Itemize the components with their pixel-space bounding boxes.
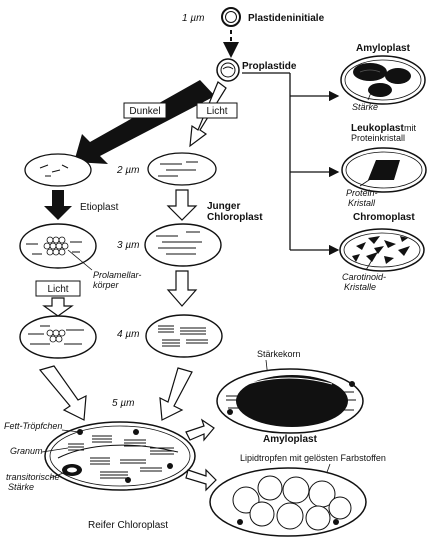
licht-label-top: Licht	[206, 106, 227, 117]
mature-pointers	[41, 429, 81, 479]
dunkel-label: Dunkel	[129, 106, 160, 117]
etioplast-greening-shape	[19, 315, 97, 359]
etioplast-shape	[19, 223, 97, 269]
proplastide-shape	[216, 58, 240, 82]
arrow-to-chromoplast	[185, 468, 217, 492]
mature-chloroplast-shape	[44, 421, 196, 491]
protein-label-1: Protein-	[346, 188, 378, 198]
arrow-etioplast-to-mature	[38, 365, 87, 421]
proteinkristall-label: Proteinkristall	[351, 133, 405, 143]
dunkel-label-box: Dunkel	[123, 102, 167, 119]
junger-label-2: Chloroplast	[207, 212, 263, 223]
branch-lines	[242, 72, 340, 256]
licht-label-mid-box: Licht	[35, 280, 81, 297]
plastideninitiale-shape	[221, 7, 241, 27]
reifer-label: Reifer Chloroplast	[88, 520, 168, 531]
leukoplast-shape	[341, 147, 427, 193]
chromoplast-label: Chromoplast	[353, 212, 415, 223]
size-label-5: 5 µm	[112, 398, 134, 409]
prolamellar-label-1: Prolamellar-	[93, 270, 141, 280]
amyloplast-top-shape	[340, 55, 426, 105]
licht-label-top-box: Licht	[196, 102, 238, 119]
lipidtropfen-label: Lipidtropfen mit gelösten Farbstoffen	[240, 453, 386, 463]
junger-chloroplast-shape	[144, 223, 222, 267]
carotinoid-label-1: Carotinoid-	[342, 272, 386, 282]
staerke-pointer	[367, 89, 373, 101]
protein-label-2: Kristall	[348, 198, 376, 208]
chromoplast-shape	[339, 228, 425, 272]
carotinoid-label-2: Kristalle	[344, 282, 376, 292]
size-label-2: 2 µm	[116, 165, 139, 176]
arrow-young-to-mature	[159, 367, 193, 421]
arrow-licht-etioplast	[42, 297, 74, 317]
leukoplast-mit-label: mit	[404, 123, 416, 133]
arrow-dark-to-etioplast	[44, 190, 72, 220]
amyloplast-top-label: Amyloplast	[356, 43, 411, 54]
size-label-4: 4 µm	[117, 329, 139, 340]
protein-pointer	[359, 177, 373, 187]
chloroplast-stage4-shape	[145, 314, 223, 358]
fett-label: Fett-Tröpfchen	[4, 421, 62, 431]
junger-label-1: Junger	[207, 201, 240, 212]
prolamellar-label-2: körper	[93, 280, 120, 290]
transitorisch-label-2: Stärke	[8, 482, 34, 492]
granum-label: Granum	[10, 446, 43, 456]
arrow-to-amyloplast	[185, 418, 215, 442]
size-label-1: 1 µm	[182, 13, 204, 24]
size-label-3: 3 µm	[117, 240, 139, 251]
carotinoid-pointer	[365, 259, 373, 271]
plastideninitiale-label: Plastideninitiale	[248, 13, 325, 24]
prolamellar-pointer	[67, 249, 93, 271]
transitorisch-label-1: transitorische	[6, 472, 60, 482]
lipid-plastid-shape	[209, 467, 367, 537]
staerkekorn-label: Stärkekorn	[257, 349, 301, 359]
leukoplast-label: Leukoplast	[351, 123, 404, 134]
dark-plastid-stage2	[24, 153, 92, 187]
amyloplast-bottom-shape	[216, 368, 364, 434]
arrow-light-stage3-to-4	[166, 270, 198, 307]
proplastide-label: Proplastide	[242, 61, 297, 72]
light-plastid-stage2	[147, 152, 217, 186]
licht-label-mid: Licht	[47, 284, 68, 295]
amyloplast-bottom-label: Amyloplast	[263, 434, 318, 445]
arrow-light-stage2-to-3	[166, 189, 198, 221]
etioplast-label: Etioplast	[80, 202, 119, 213]
dunkel-arrow	[74, 80, 215, 164]
staerke-label: Stärke	[352, 102, 378, 112]
